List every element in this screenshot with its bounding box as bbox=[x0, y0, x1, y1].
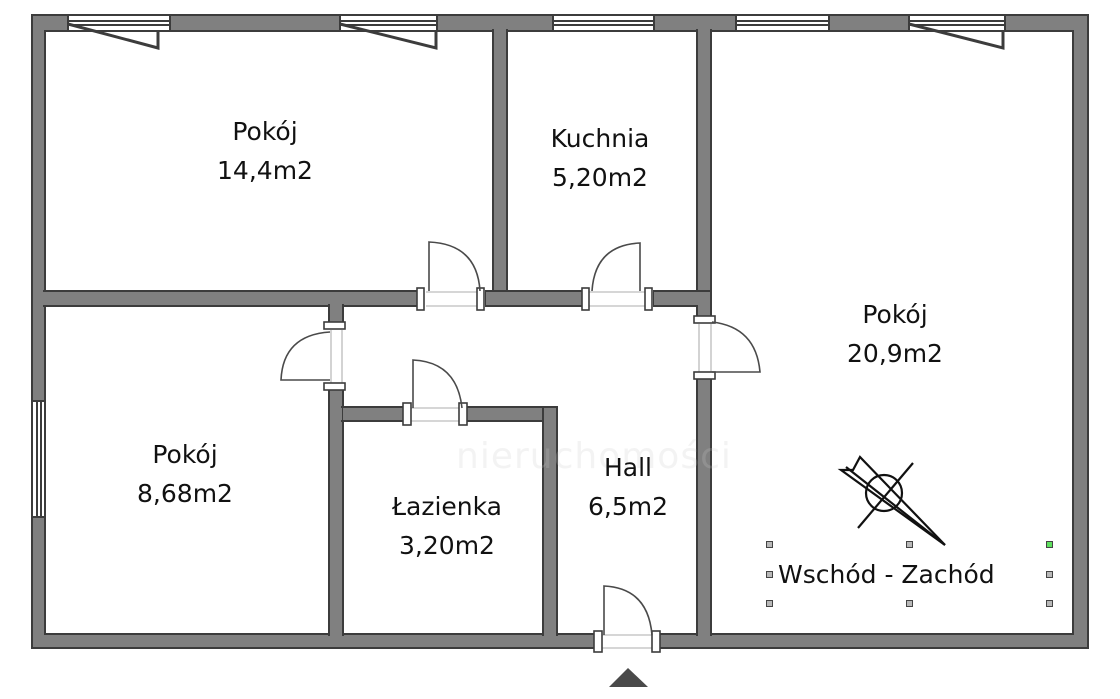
resize-handle-bm[interactable] bbox=[906, 600, 913, 607]
room-name: Łazienka bbox=[391, 492, 503, 521]
watermark-text: nieruchomości bbox=[456, 436, 732, 477]
window-top-2 bbox=[339, 14, 438, 50]
room-name: Pokój bbox=[862, 300, 928, 329]
room-area: 8,68m2 bbox=[137, 479, 233, 508]
window-top-kitchen bbox=[552, 14, 655, 32]
resize-handle-tl[interactable] bbox=[766, 541, 773, 548]
room-area: 20,9m2 bbox=[847, 339, 943, 368]
door-bathroom[interactable] bbox=[402, 359, 468, 426]
window-top-4 bbox=[908, 14, 1006, 50]
entrance-arrow-icon bbox=[609, 668, 648, 687]
door-room-14[interactable] bbox=[416, 241, 485, 311]
room-label-lazienka: Łazienka 3,20m2 bbox=[392, 487, 502, 565]
compass-icon bbox=[837, 455, 946, 546]
resize-handle-tr[interactable] bbox=[1046, 541, 1053, 548]
resize-handle-bl[interactable] bbox=[766, 600, 773, 607]
resize-handle-tm[interactable] bbox=[906, 541, 913, 548]
door-kitchen[interactable] bbox=[581, 242, 653, 311]
orientation-label[interactable]: Wschód - Zachód bbox=[778, 560, 995, 589]
resize-handle-br[interactable] bbox=[1046, 600, 1053, 607]
room-name: Hall bbox=[603, 453, 652, 482]
door-room-8[interactable] bbox=[280, 321, 346, 391]
room-label-pokoj-20: Pokój 20,9m2 bbox=[847, 295, 943, 373]
resize-handle-ml[interactable] bbox=[766, 571, 773, 578]
door-entrance[interactable] bbox=[593, 585, 661, 653]
room-label-kuchnia: Kuchnia 5,20m2 bbox=[551, 119, 650, 197]
room-area: 3,20m2 bbox=[399, 531, 495, 560]
window-top-1 bbox=[67, 14, 171, 50]
room-area: 6,5m2 bbox=[587, 492, 669, 521]
room-label-pokoj-14: Pokój 14,4m2 bbox=[217, 112, 313, 190]
door-room-20[interactable] bbox=[693, 315, 761, 380]
outer-walls bbox=[31, 14, 1089, 649]
window-top-3 bbox=[735, 14, 830, 32]
room-name: Kuchnia bbox=[550, 124, 650, 153]
room-label-hall: Hall 6,5m2 bbox=[588, 448, 668, 526]
room-name: Pokój bbox=[152, 440, 218, 469]
room-area: 5,20m2 bbox=[552, 163, 648, 192]
window-left bbox=[31, 400, 46, 518]
resize-handle-mr[interactable] bbox=[1046, 571, 1053, 578]
room-label-pokoj-8: Pokój 8,68m2 bbox=[137, 435, 233, 513]
room-area: 14,4m2 bbox=[217, 156, 313, 185]
room-name: Pokój bbox=[232, 117, 298, 146]
